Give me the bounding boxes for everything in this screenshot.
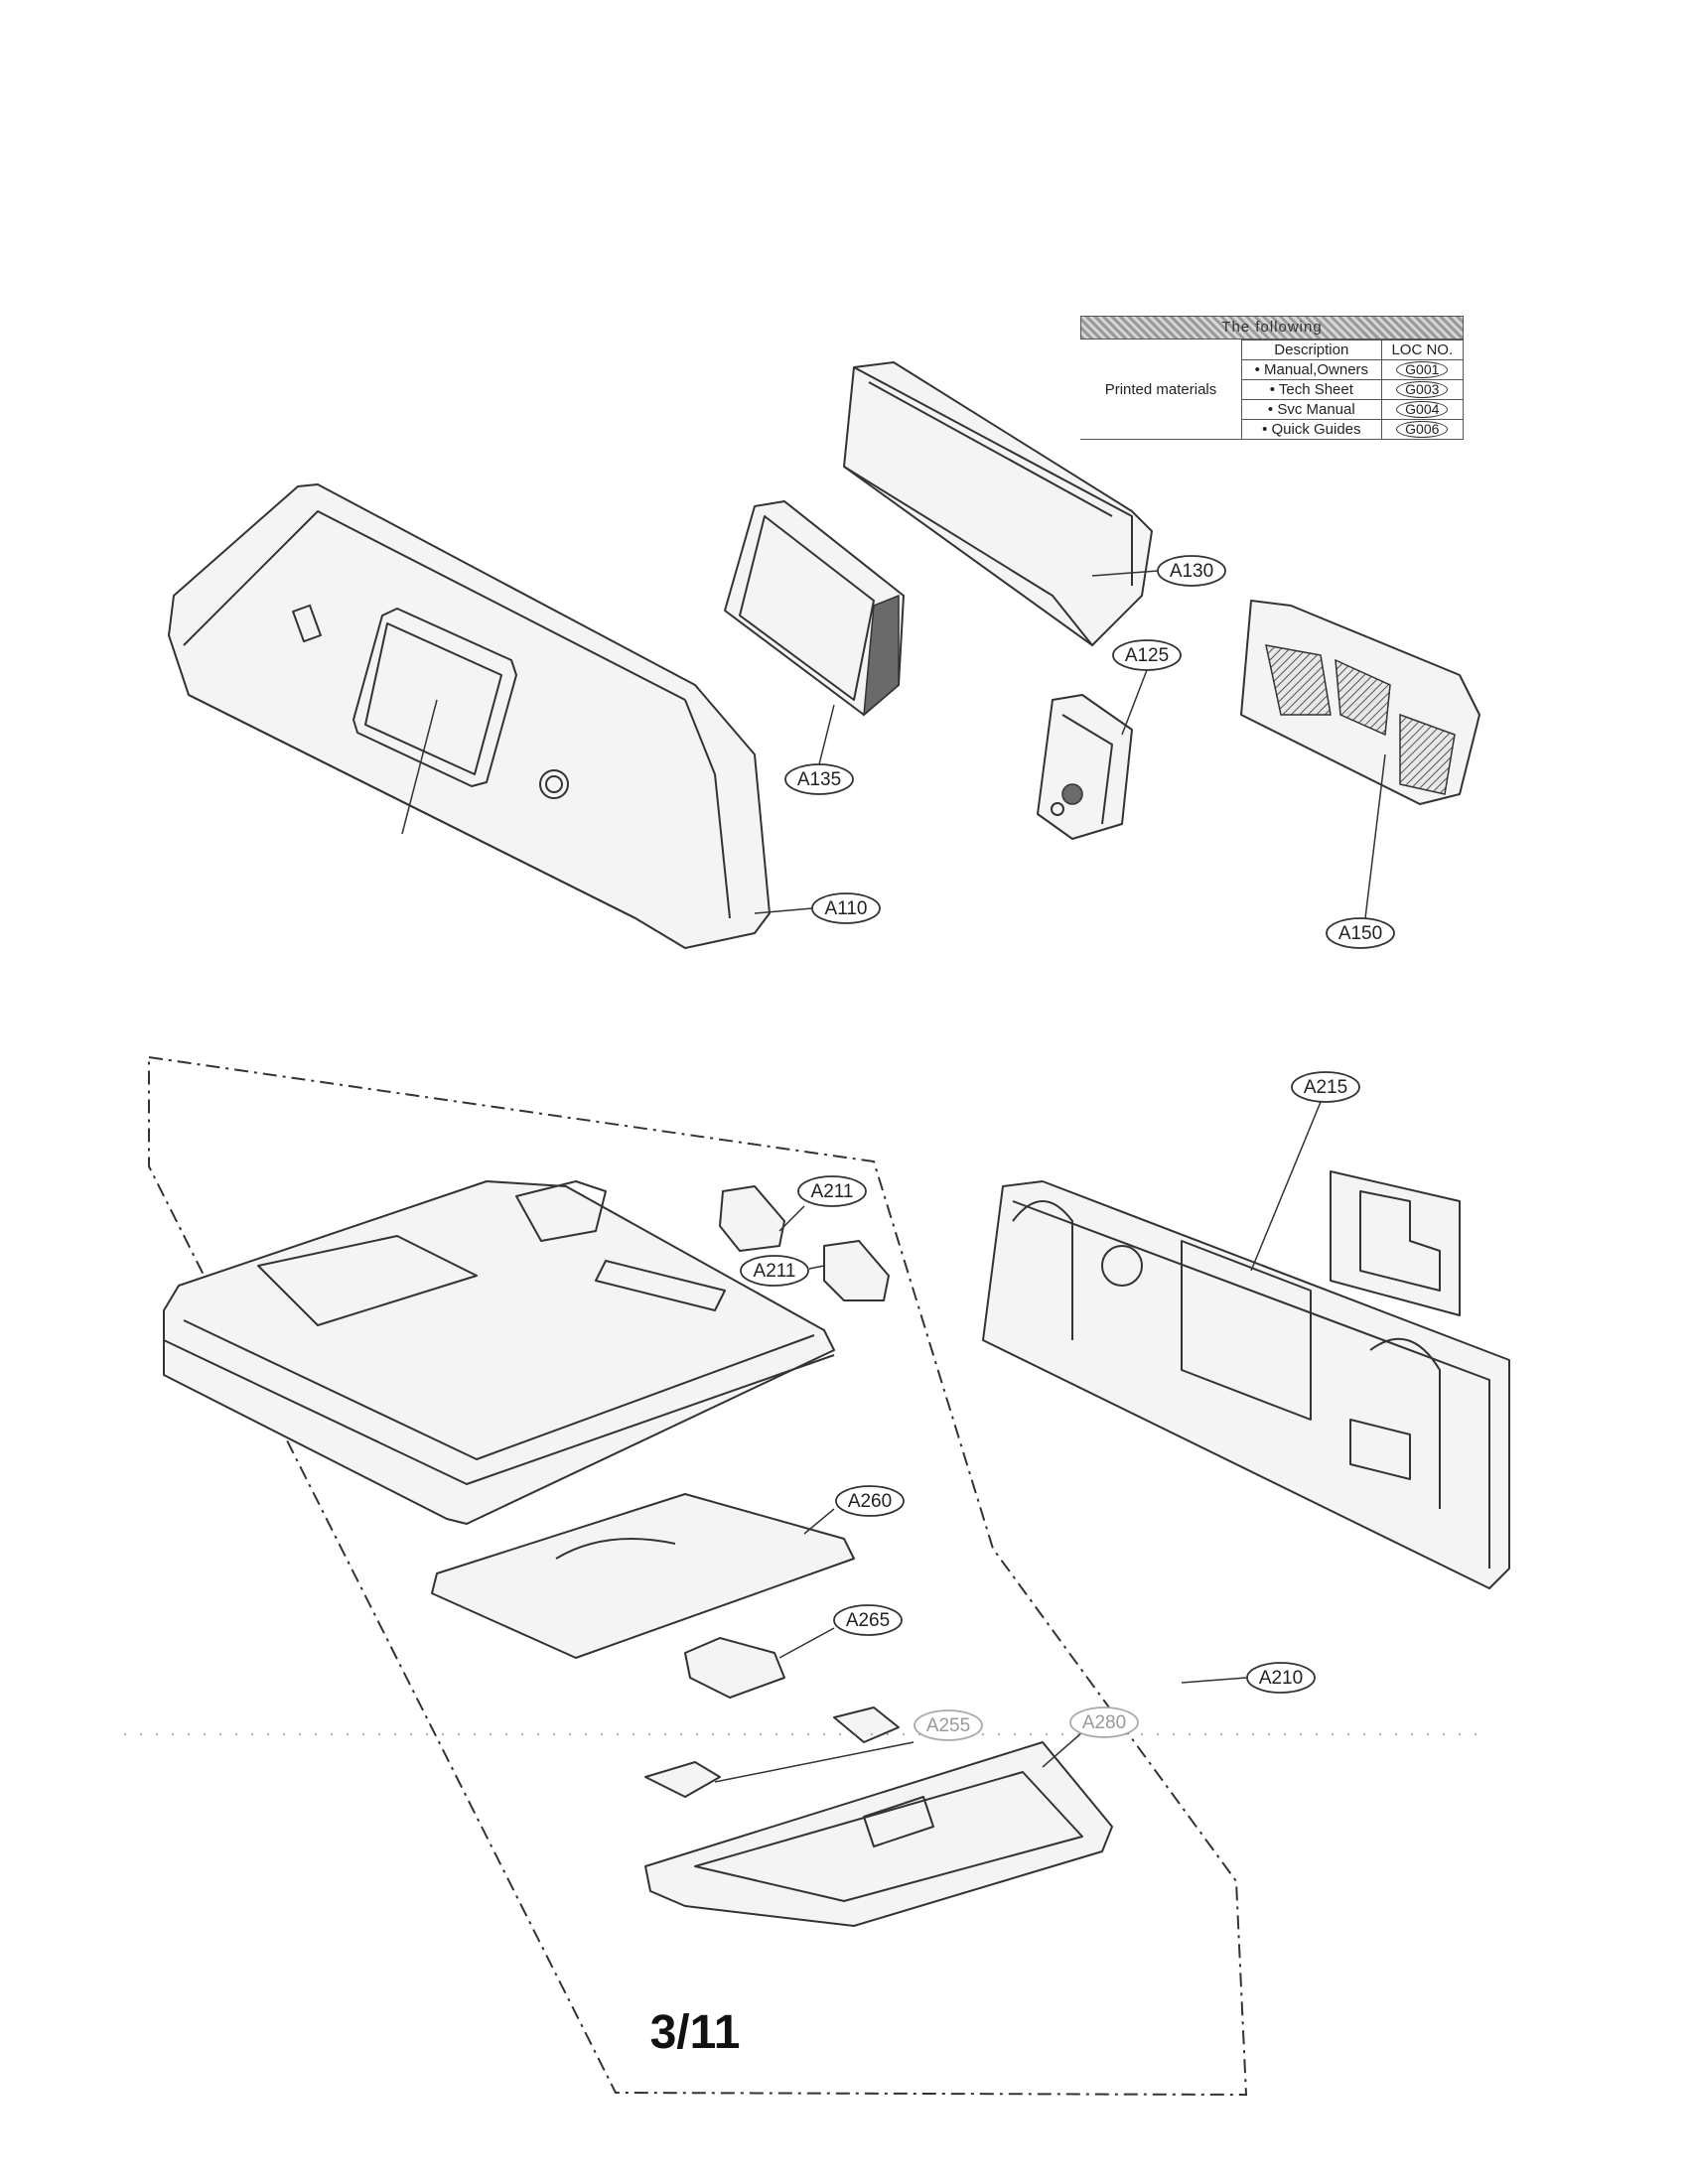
legend-row-description: • Manual,Owners: [1241, 359, 1382, 380]
callout-a211-bottom: A211: [740, 1255, 809, 1287]
legend-row-code-oval: G003: [1396, 381, 1449, 398]
legend-row: • Manual,Owners G001: [1080, 359, 1465, 380]
a210-leader: [1181, 1677, 1247, 1684]
legend-header-row: Printed materials Description LOC NO.: [1080, 340, 1465, 440]
callout-a211-top: A211: [797, 1175, 867, 1207]
hinge-bracket-right: [808, 1240, 890, 1301]
legend-row: • Svc Manual G004: [1080, 399, 1465, 420]
wifi-module-bracket: [1240, 600, 1480, 919]
callout-a211-bottom-label: A211: [754, 1261, 796, 1282]
callout-a255-label: A255: [926, 1715, 970, 1736]
legend-row-code-oval: G001: [1396, 361, 1449, 378]
callout-a125: A125: [1112, 639, 1182, 671]
callout-a150-label: A150: [1338, 923, 1382, 944]
callout-a130: A130: [1091, 555, 1226, 587]
callout-a130-label: A130: [1170, 561, 1213, 582]
page-number: 3/11: [649, 2006, 741, 2059]
hinge-bracket-left: [719, 1185, 805, 1252]
top-plate-cover: [163, 1180, 835, 1525]
callout-a215: A215: [1291, 1071, 1360, 1103]
legend-row-code: G006: [1380, 419, 1465, 440]
callout-a135: A135: [784, 763, 854, 795]
callout-a280: A280: [1069, 1706, 1139, 1738]
callout-a210: A210: [1246, 1662, 1316, 1694]
callout-a210-label: A210: [1259, 1668, 1303, 1689]
callout-a125-label: A125: [1125, 645, 1169, 666]
lid-hinge: [684, 1627, 835, 1699]
legend-category: Printed materials: [1080, 340, 1242, 440]
legend-col-description: Description: [1241, 340, 1382, 360]
back-panel-cover-plate: [1330, 1170, 1461, 1316]
legend-row-code: G003: [1380, 379, 1465, 400]
callout-a265-label: A265: [846, 1610, 890, 1631]
callout-a211-top-label: A211: [811, 1181, 854, 1202]
legend-row: • Tech Sheet G003: [1080, 379, 1465, 400]
legend-row-description: • Svc Manual: [1241, 399, 1382, 420]
callout-a110-label: A110: [825, 898, 868, 919]
display-pcb-frame: [843, 361, 1153, 646]
lid-frame: [644, 1731, 1113, 1927]
callout-a260-label: A260: [848, 1491, 892, 1512]
legend-header: The following: [1080, 316, 1464, 340]
legend-row-description: • Tech Sheet: [1241, 379, 1382, 400]
knob-switch-assembly: [1037, 669, 1148, 840]
legend-row-code-oval: G006: [1396, 421, 1449, 438]
display-lcd-assembly: [724, 500, 905, 765]
legend-col-loc: LOC NO.: [1380, 340, 1465, 360]
callout-a265: A265: [833, 1604, 903, 1636]
control-panel-housing: [168, 483, 771, 949]
lid-glass-panel: [431, 1493, 855, 1659]
legend-row-code-oval: G004: [1396, 401, 1449, 418]
legend-table: Printed materials Description LOC NO. • …: [1080, 340, 1465, 440]
legend-row: • Quick Guides G006: [1080, 419, 1465, 440]
damper-hinge-left: [644, 1741, 914, 1798]
callout-a150: A150: [1326, 917, 1395, 949]
control-back-panel: [982, 1101, 1510, 1589]
damper-hinge-small: [833, 1706, 900, 1743]
callout-a255: A255: [914, 1709, 983, 1741]
callout-a260: A260: [835, 1485, 905, 1517]
callout-a280-label: A280: [1082, 1712, 1126, 1733]
legend-row-description: • Quick Guides: [1241, 419, 1382, 440]
callout-a110: A110: [754, 892, 881, 924]
callout-a215-label: A215: [1304, 1077, 1347, 1098]
legend-row-code: G001: [1380, 359, 1465, 380]
printed-materials-legend: The following Printed materials Descript…: [1080, 316, 1465, 440]
legend-row-code: G004: [1380, 399, 1465, 420]
callout-a135-label: A135: [797, 769, 841, 790]
